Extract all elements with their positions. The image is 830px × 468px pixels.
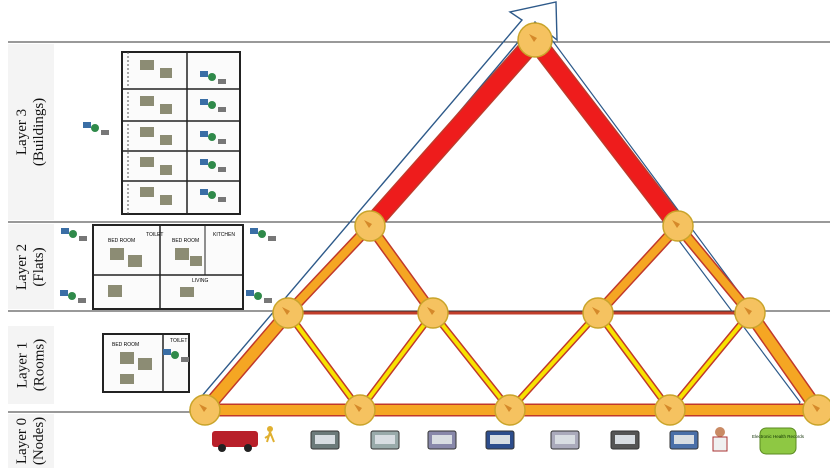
- bed-room-label-2: BED ROOM: [172, 238, 199, 244]
- node-l1c-arrowhead: [592, 307, 600, 315]
- cluster-device-1: [218, 79, 226, 84]
- room-bed-room-label: BED ROOM: [112, 342, 139, 348]
- edge-layer2-1: [366, 222, 437, 317]
- cluster-laptop-9: [246, 290, 254, 296]
- cluster-globe-1: [208, 73, 216, 81]
- cluster-device-0: [101, 130, 109, 135]
- edge-outer-right: [744, 307, 824, 416]
- cluster-laptop-3: [200, 131, 208, 137]
- display-panel-icon: [669, 430, 699, 450]
- cluster-device-7: [268, 236, 276, 241]
- cluster-laptop-2: [200, 99, 208, 105]
- edge-layer2-3: [674, 222, 754, 317]
- cluster-laptop-5: [200, 189, 208, 195]
- node-l1a-arrowhead: [282, 307, 290, 315]
- edge-layer2-2: [594, 222, 682, 317]
- layer0-label: Layer 0(Nodes): [8, 414, 54, 468]
- cluster-laptop-6: [61, 228, 69, 234]
- network-cluster-icons: [60, 71, 276, 362]
- cluster-laptop-8: [60, 290, 68, 296]
- cluster-globe-3: [208, 133, 216, 141]
- diagram-edges: [198, 30, 825, 417]
- node-l1b-arrowhead: [427, 307, 435, 315]
- cluster-laptop-0: [83, 122, 91, 128]
- edge-top-right: [527, 32, 686, 234]
- layer1-label: Layer 1(Rooms): [8, 326, 54, 404]
- cluster-device-6: [79, 236, 87, 241]
- edge-layer1-3: [431, 311, 512, 412]
- cluster-globe-2: [208, 101, 216, 109]
- cluster-globe-8: [68, 292, 76, 300]
- living-label: LIVING: [192, 278, 209, 284]
- database-icon: Electronic Health Records: [752, 427, 805, 455]
- doctor-icon: [712, 427, 728, 452]
- person-walking-icon: [264, 426, 275, 443]
- node-l2b-arrowhead: [672, 220, 680, 228]
- cluster-device-9: [264, 298, 272, 303]
- room-floorplan: BED ROOM TOILET: [102, 333, 190, 393]
- cluster-globe-9: [254, 292, 262, 300]
- cluster-laptop-1: [200, 71, 208, 77]
- cluster-device-4: [218, 167, 226, 172]
- sensor-device-icon: [550, 430, 580, 450]
- edge-layer2-0: [284, 222, 374, 317]
- cluster-laptop-10: [163, 349, 171, 355]
- layer3-label: Layer 3(Buildings): [8, 44, 54, 220]
- edge-outer-left: [199, 307, 294, 416]
- edge-layer1-1: [286, 311, 362, 412]
- node-top-arrowhead: [529, 34, 537, 42]
- ambulance-icon: [212, 431, 258, 452]
- cluster-globe-5: [208, 191, 216, 199]
- room-toilet-label: TOILET: [170, 338, 187, 344]
- cluster-globe-0: [91, 124, 99, 132]
- edge-layer1-2: [358, 311, 435, 412]
- cluster-device-5: [218, 197, 226, 202]
- cluster-device-10: [181, 357, 189, 362]
- electronic-health-records-label: Electronic Health Records: [752, 434, 805, 439]
- building-floorplan: [121, 51, 241, 215]
- edge-top-left: [362, 32, 543, 234]
- medical-equipment-icon: [427, 430, 457, 450]
- flat-floorplan: BED ROOM BED ROOM KITCHEN TOILET LIVING: [92, 224, 244, 310]
- bed-room-label: BED ROOM: [108, 238, 135, 244]
- edge-layer1-4: [508, 311, 600, 412]
- node-l1d-arrowhead: [744, 307, 752, 315]
- patient-monitor-icon: [485, 430, 515, 450]
- cluster-globe-4: [208, 161, 216, 169]
- kitchen-label: KITCHEN: [213, 232, 235, 238]
- node-device-row: Electronic Health Records: [212, 426, 805, 455]
- node-l0d-arrowhead: [664, 404, 672, 412]
- node-l2a-arrowhead: [364, 220, 372, 228]
- cluster-laptop-4: [200, 159, 208, 165]
- cluster-device-2: [218, 107, 226, 112]
- cluster-globe-10: [171, 351, 179, 359]
- edge-layer1-5: [596, 311, 672, 412]
- node-l0b-arrowhead: [354, 404, 362, 412]
- cluster-globe-7: [258, 230, 266, 238]
- network-cluster-icon: [370, 430, 400, 450]
- cluster-globe-6: [69, 230, 77, 238]
- cluster-laptop-7: [250, 228, 258, 234]
- diagram-nodes: [189, 22, 830, 426]
- cluster-device-3: [218, 139, 226, 144]
- laptop-icon: [610, 430, 640, 450]
- node-l0c-arrowhead: [504, 404, 512, 412]
- workstation-icon: [310, 430, 340, 450]
- node-l0a-arrowhead: [199, 404, 207, 412]
- cluster-device-8: [78, 298, 86, 303]
- node-l0e-arrowhead: [812, 404, 820, 412]
- edge-layer1-6: [668, 311, 752, 412]
- layer2-label: Layer 2(Flats): [8, 224, 54, 309]
- toilet-label: TOILET: [146, 232, 163, 238]
